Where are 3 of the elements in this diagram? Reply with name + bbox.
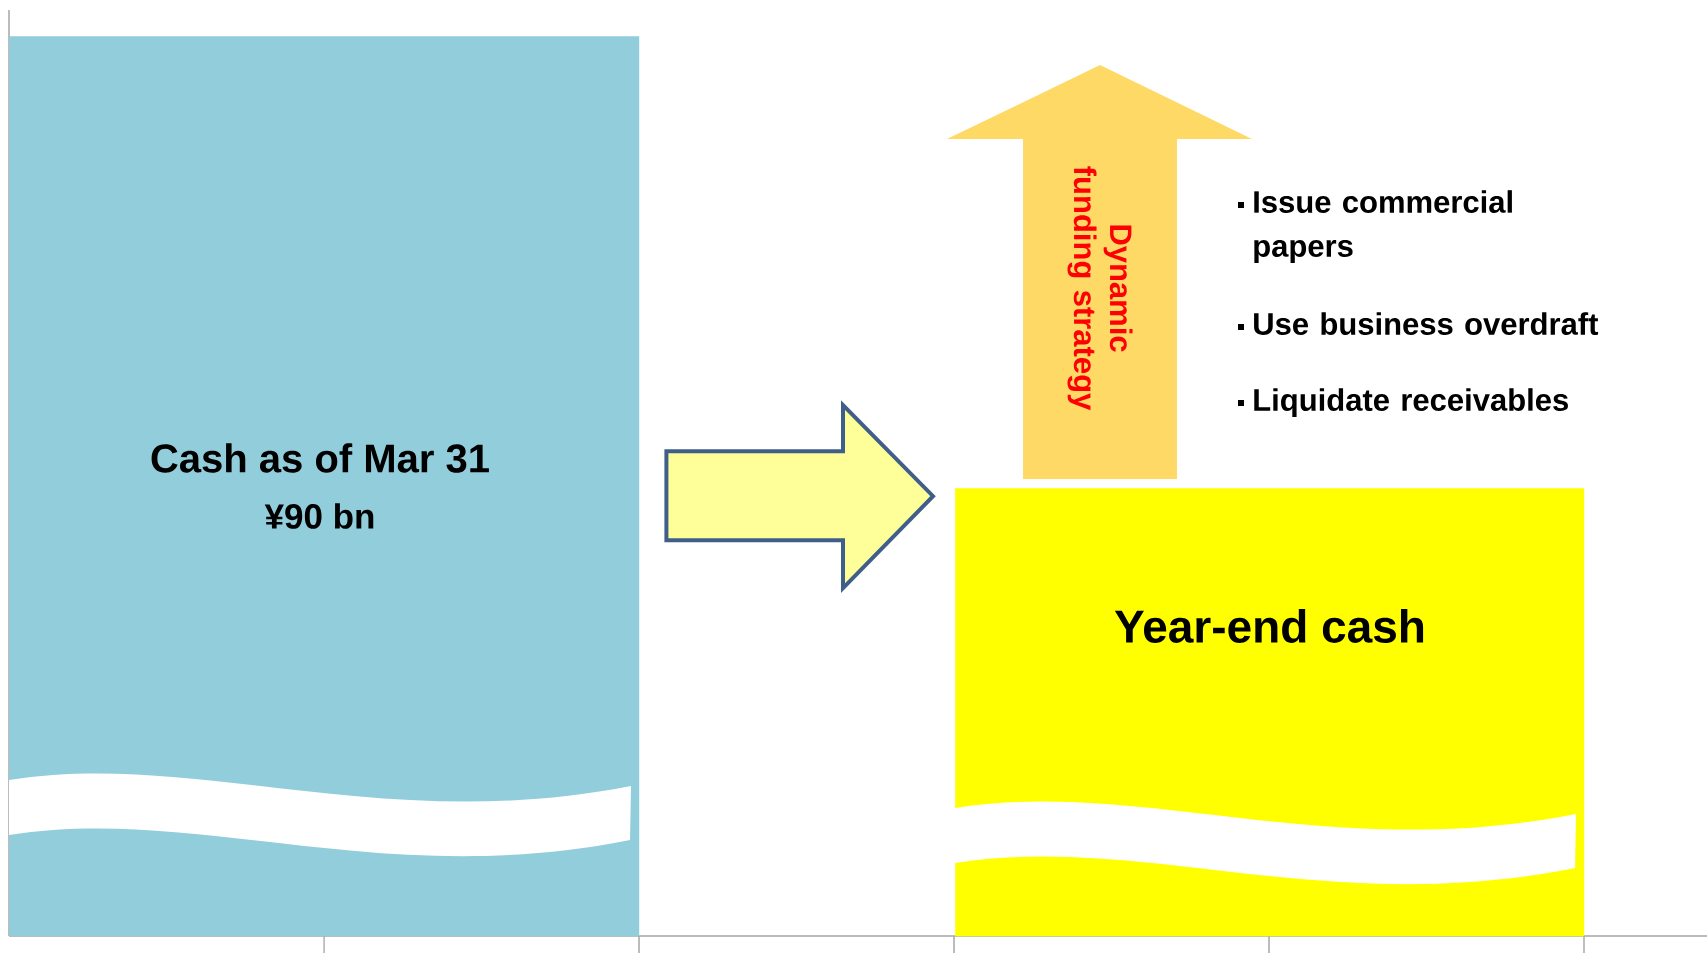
bar: Year-end cash <box>955 488 1585 937</box>
bar: Cash as of Mar 31 ¥90 bn <box>9 36 640 937</box>
block-arrow <box>664 400 936 594</box>
